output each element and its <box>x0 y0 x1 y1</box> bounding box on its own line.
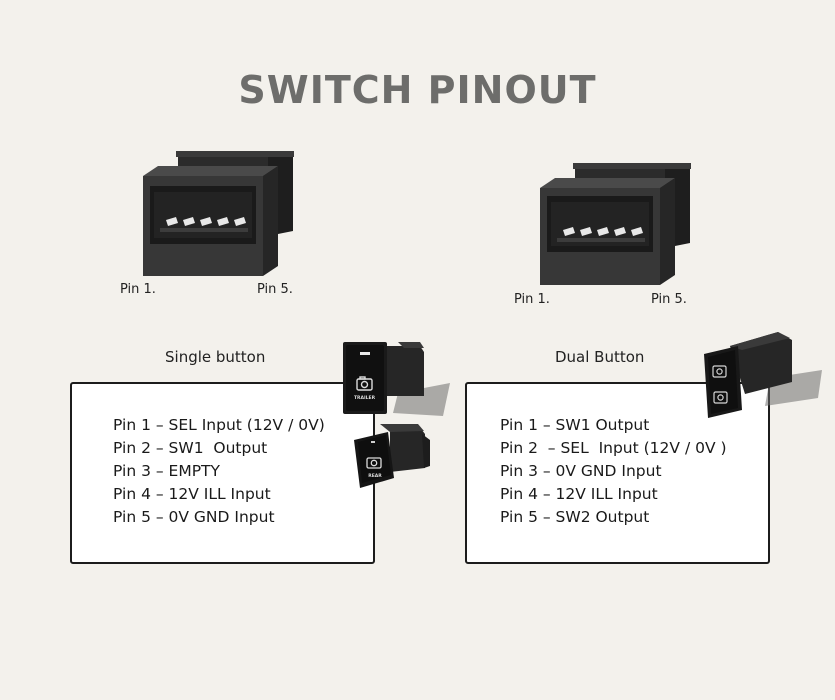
dual-button-heading: Dual Button <box>555 348 645 366</box>
single-switch-trailer-text: TRAILER <box>354 395 376 401</box>
dual-pin-5: Pin 5 – SW2 Output <box>500 508 650 526</box>
single-pin-4: Pin 4 – 12V ILL Input <box>113 485 271 503</box>
dual-switch-image <box>704 332 822 418</box>
single-pin-1: Pin 1 – SEL Input (12V / 0V) <box>113 416 325 434</box>
dual-connector-image <box>540 163 691 285</box>
page-title: SWITCH PINOUT <box>238 68 597 112</box>
single-switch-rear-text: REAR <box>368 473 382 479</box>
single-pin-list: Pin 1 – SEL Input (12V / 0V) Pin 2 – SW1… <box>113 414 325 529</box>
dual-pin-1: Pin 1 – SW1 Output <box>500 416 650 434</box>
dual-pin-4: Pin 4 – 12V ILL Input <box>500 485 658 503</box>
single-pin-2: Pin 2 – SW1 Output <box>113 439 268 457</box>
single-pin-3: Pin 3 – EMPTY <box>113 462 220 480</box>
single-pin-5: Pin 5 – 0V GND Input <box>113 508 275 526</box>
dual-pin-list: Pin 1 – SW1 Output Pin 2 – SEL Input (12… <box>500 414 727 529</box>
dual-pin-2: Pin 2 – SEL Input (12V / 0V ) <box>500 439 727 457</box>
dual-pin5-label: Pin 5. <box>651 292 687 307</box>
single-switch-trailer-image: TRAILER <box>343 342 450 416</box>
dual-pin1-label: Pin 1. <box>514 292 550 307</box>
single-pin5-label: Pin 5. <box>257 282 293 297</box>
single-button-heading: Single button <box>165 348 266 366</box>
single-switch-rear-image: REAR <box>354 424 430 488</box>
single-connector-image <box>143 151 294 276</box>
single-pinout-box: Pin 1 – SEL Input (12V / 0V) Pin 2 – SW1… <box>70 382 375 564</box>
single-pin1-label: Pin 1. <box>120 282 156 297</box>
dual-pin-3: Pin 3 – 0V GND Input <box>500 462 662 480</box>
